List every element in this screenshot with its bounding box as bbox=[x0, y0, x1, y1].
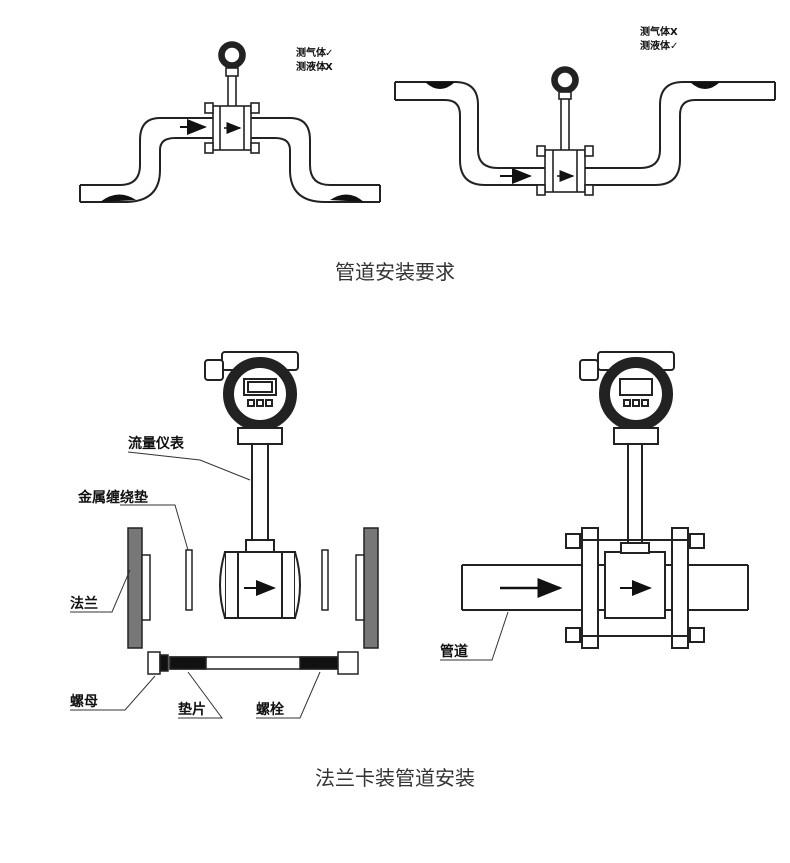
leader-lines bbox=[70, 451, 509, 719]
caption-pipe-requirements: 管道安装要求 bbox=[335, 260, 455, 284]
right-note-liquid-mark: ✓ bbox=[670, 41, 678, 52]
bolt-assembly bbox=[147, 651, 359, 675]
exploded-flowmeter bbox=[204, 351, 301, 619]
top-right-bubbles bbox=[425, 82, 720, 89]
label-flowmeter: 流量仪表 bbox=[128, 435, 185, 452]
label-nut: 螺母 bbox=[70, 693, 98, 710]
top-left-note: 测气体 ✓ 测液体 X bbox=[296, 46, 333, 73]
flanges bbox=[127, 527, 379, 649]
left-note-gas: 测气体 bbox=[296, 46, 327, 59]
metal-gaskets bbox=[185, 549, 329, 611]
right-note-liquid: 测液体 bbox=[640, 39, 671, 52]
top-left-sediment bbox=[100, 194, 364, 202]
label-pipe: 管道 bbox=[440, 643, 468, 660]
exploded-labels: 流量仪表 金属缠绕垫 法兰 螺母 垫片 螺栓 管道 bbox=[70, 435, 468, 718]
left-note-gas-mark: ✓ bbox=[325, 48, 333, 59]
right-note-gas: 测气体 bbox=[640, 25, 671, 38]
label-flange: 法兰 bbox=[70, 595, 98, 612]
caption-flange-installation: 法兰卡装管道安装 bbox=[315, 766, 475, 790]
label-bolt: 螺栓 bbox=[256, 701, 284, 718]
top-left-flowmeter bbox=[204, 41, 260, 154]
left-note-liquid-mark: X bbox=[325, 62, 333, 73]
installed-flowmeter bbox=[461, 351, 749, 649]
label-washer: 垫片 bbox=[178, 701, 206, 718]
left-note-liquid: 测液体 bbox=[296, 60, 327, 73]
right-note-gas-mark: X bbox=[670, 27, 678, 38]
top-right-note: 测气体 X 测液体 ✓ bbox=[640, 25, 678, 52]
label-gasket: 金属缠绕垫 bbox=[77, 489, 148, 506]
